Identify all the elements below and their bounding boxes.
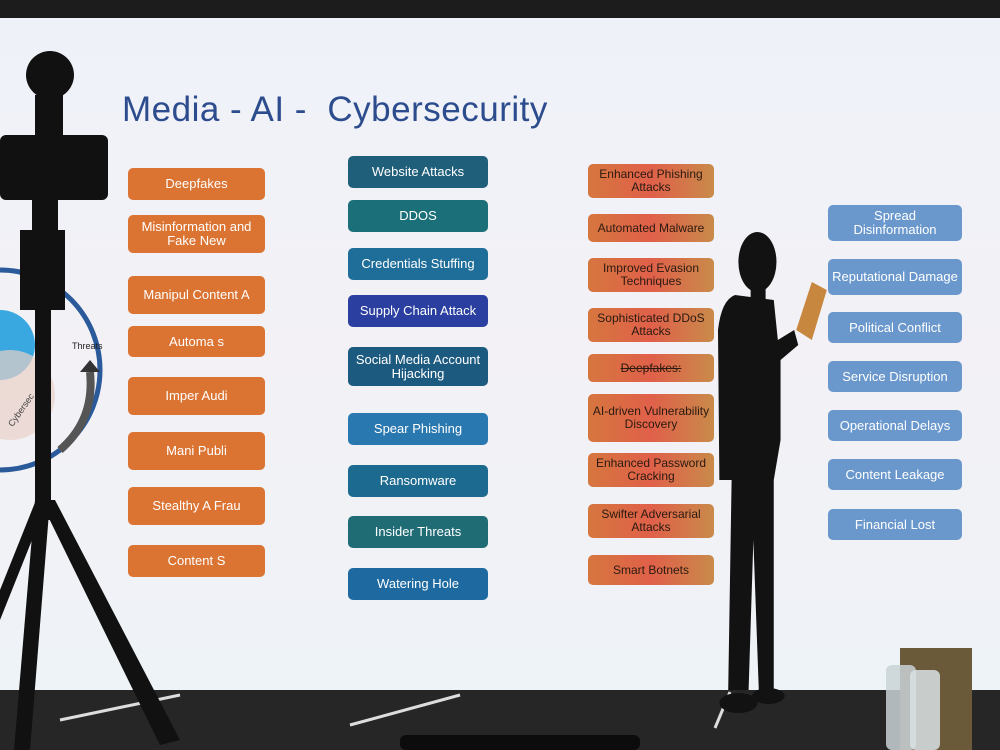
attack-box: Supply Chain Attack [348, 295, 488, 327]
threat-box: Stealthy A Frau [128, 487, 265, 525]
paper-document [796, 282, 827, 340]
presenter-group [718, 232, 827, 713]
ai-threat-box: Smart Botnets [588, 555, 714, 585]
ai-threat-box: Swifter Adversarial Attacks [588, 504, 714, 538]
attack-box: Watering Hole [348, 568, 488, 600]
diagram-label: Threats [72, 341, 103, 351]
impact-box: Service Disruption [828, 361, 962, 392]
slide-title: Media - AI - Cybersecurity [122, 90, 548, 129]
attack-box: Ransomware [348, 465, 488, 497]
cycle-ring [0, 267, 103, 473]
threat-box: Imper Audi [128, 377, 265, 415]
impact-box: Reputational Damage [828, 259, 962, 295]
water-bottles [886, 648, 972, 750]
impact-box: Political Conflict [828, 312, 962, 343]
threat-box: Automa s [128, 326, 265, 357]
attack-box: Credentials Stuffing [348, 248, 488, 280]
presenter-silhouette [718, 232, 799, 713]
ai-threat-box: AI-driven Vulnerability Discovery [588, 394, 714, 442]
ai-threat-box: Automated Malware [588, 214, 714, 242]
chair-silhouette [400, 735, 640, 750]
ai-threat-box: Improved Evasion Techniques [588, 258, 714, 292]
ai-threat-box: Enhanced Password Cracking [588, 453, 714, 487]
threat-box: Misinformation and Fake New [128, 215, 265, 253]
ai-threat-box: Sophisticated DDoS Attacks [588, 308, 714, 342]
camera-tripod-silhouette [0, 51, 180, 750]
attack-box: Website Attacks [348, 156, 488, 188]
impact-box: Financial Lost [828, 509, 962, 540]
ai-threat-box: Enhanced Phishing Attacks [588, 164, 714, 198]
arrow-head-icon [80, 360, 100, 372]
ai-threat-box: Deepfakes: [588, 354, 714, 382]
threat-box: Manipul Content A [128, 276, 265, 314]
arrow-icon [57, 371, 95, 454]
attack-box: Spear Phishing [348, 413, 488, 445]
attack-box: Insider Threats [348, 516, 488, 548]
impact-box: Operational Delays [828, 410, 962, 441]
attack-box: DDOS [348, 200, 488, 232]
threat-box: Deepfakes [128, 168, 265, 200]
threat-box: Mani Publi [128, 432, 265, 470]
impact-box: Content Leakage [828, 459, 962, 490]
attack-box: Social Media Account Hijacking [348, 347, 488, 386]
impact-box: Spread Disinformation [828, 205, 962, 241]
threat-box: Content S [128, 545, 265, 577]
